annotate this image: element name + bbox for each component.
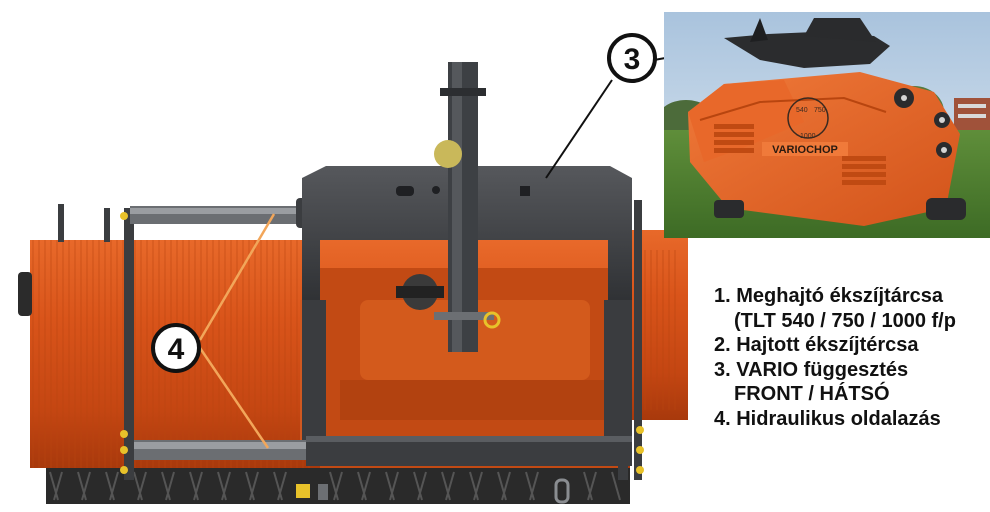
legend-item-4: 4. Hidraulikus oldalazás bbox=[714, 407, 941, 430]
legend-item-1-detail: (TLT 540 / 750 / 1000 f/p bbox=[734, 309, 956, 332]
photo-inset: 540 750 1000 VARIOCHOP bbox=[664, 12, 990, 238]
callout-4: 4 bbox=[151, 323, 201, 373]
inset-speed-dial bbox=[787, 97, 829, 139]
hydraulic-cylinder-top bbox=[130, 198, 326, 228]
inset-brand-plate bbox=[762, 142, 848, 156]
dial-mark-750: 750 bbox=[814, 107, 826, 114]
legend-item-3-detail: FRONT / HÁTSÓ bbox=[734, 383, 890, 405]
legend-item-1: 1. Meghajtó ékszíjtárcsa bbox=[714, 285, 943, 307]
hydraulic-cylinder-bottom bbox=[134, 440, 314, 460]
callout-3: 3 bbox=[607, 33, 657, 83]
legend-item-2: 2. Hajtott ékszíjtércsa bbox=[714, 334, 919, 356]
vario-hitch-frame bbox=[296, 62, 632, 504]
callout-3-label: 3 bbox=[624, 43, 641, 76]
inset-brand-label: VARIOCHOP bbox=[772, 144, 838, 156]
dial-mark-540: 540 bbox=[796, 107, 808, 114]
dial-mark-1000: 1000 bbox=[800, 133, 816, 140]
inset-machine: 540 750 1000 VARIOCHOP bbox=[688, 18, 966, 226]
legend-item-3: 3. VARIO függesztés bbox=[714, 358, 909, 381]
leader-lines bbox=[198, 47, 723, 449]
callout-4-label: 4 bbox=[168, 333, 185, 366]
component-legend: 1. Meghajtó ékszíjtárcsa (TLT 540 / 750 … bbox=[714, 284, 990, 431]
rotor-knives bbox=[46, 468, 630, 504]
